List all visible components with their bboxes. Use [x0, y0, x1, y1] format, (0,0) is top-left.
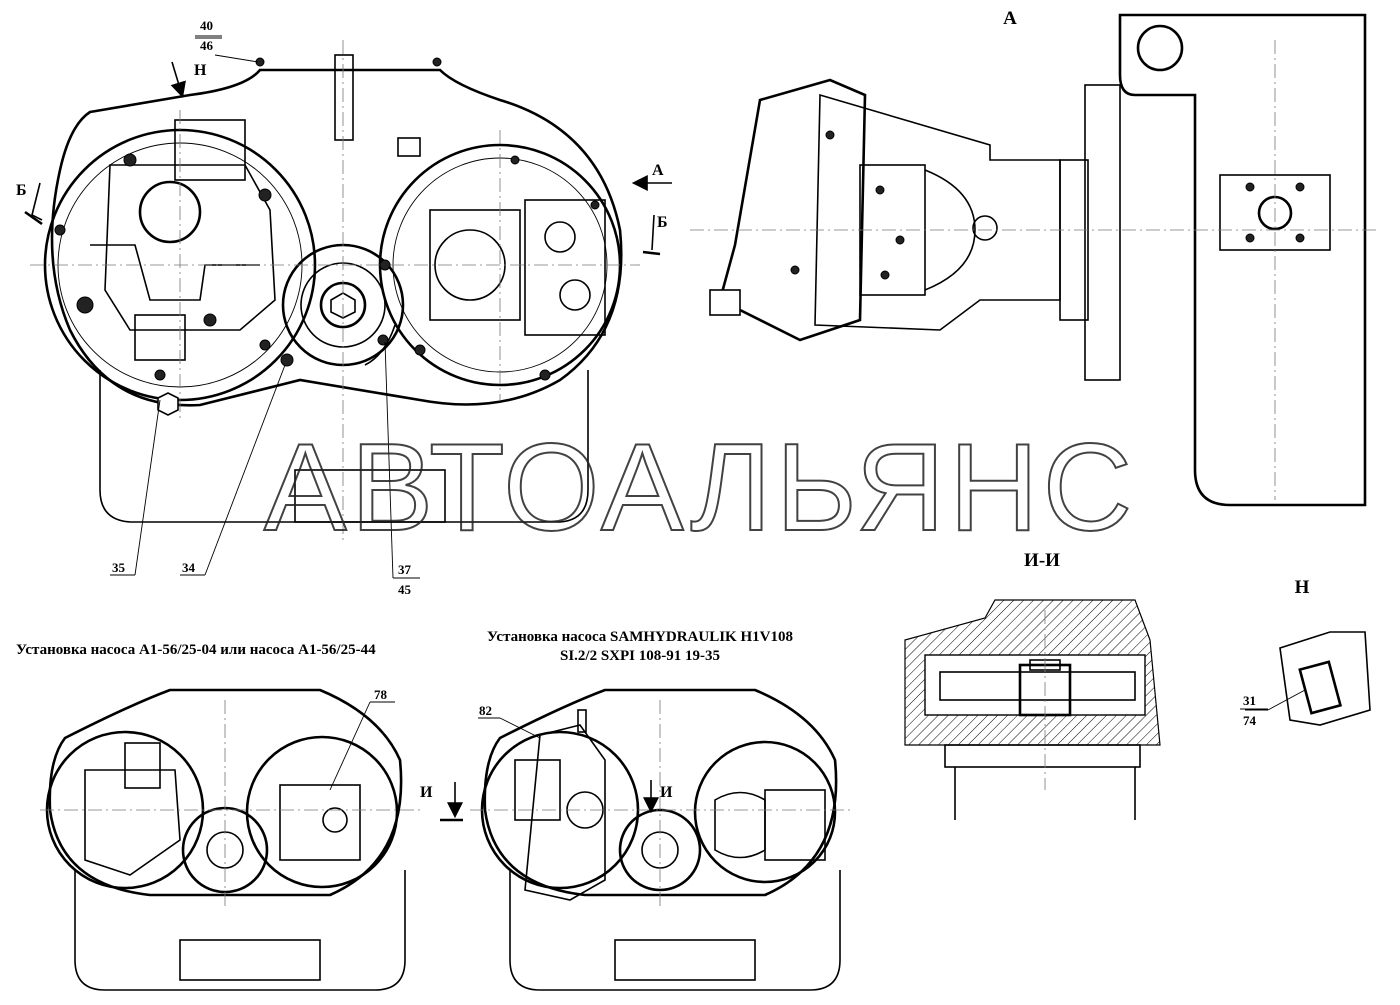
callout-78: 78: [374, 687, 388, 702]
caption-right-line2: SI.2/2 SXPI 108-91 19-35: [560, 648, 720, 664]
direction-mark-i-right: И: [660, 784, 673, 801]
direction-mark-n: Н: [194, 62, 207, 79]
bottom-middle-view: [440, 688, 850, 991]
callout-74: 74: [1243, 713, 1257, 728]
callout-35: 35: [112, 560, 126, 575]
main-front-view: [30, 40, 640, 540]
callout-40: 40: [200, 18, 213, 33]
direction-mark-i-left: И: [420, 784, 433, 801]
section-ii-title: И-И: [1024, 550, 1060, 571]
view-a-title: А: [1003, 8, 1017, 29]
caption-right-line1: Установка насоса SAMHYDRAULIK H1V108: [487, 629, 793, 645]
view-a-drawing: [690, 13, 1380, 507]
callout-34: 34: [182, 560, 196, 575]
direction-mark-b-right: Б: [657, 214, 668, 231]
caption-left: Установка насоса А1-56/25-04 или насоса …: [16, 642, 376, 658]
watermark: АВТОАЛЬЯНС: [264, 419, 1136, 557]
view-n-drawing: [1245, 631, 1371, 726]
direction-mark-b-left: Б: [16, 182, 27, 199]
leaders-main: [110, 37, 418, 579]
view-n-title: Н: [1295, 577, 1310, 598]
section-ii-drawing: [904, 599, 1161, 820]
callout-82: 82: [479, 703, 492, 718]
direction-arrows-main: [24, 61, 672, 256]
callout-37: 37: [398, 562, 412, 577]
callout-46: 46: [200, 38, 214, 53]
callout-45: 45: [398, 582, 412, 597]
callout-31: 31: [1243, 693, 1256, 708]
direction-mark-a: А: [652, 162, 664, 179]
bottom-left-view: [40, 688, 420, 991]
